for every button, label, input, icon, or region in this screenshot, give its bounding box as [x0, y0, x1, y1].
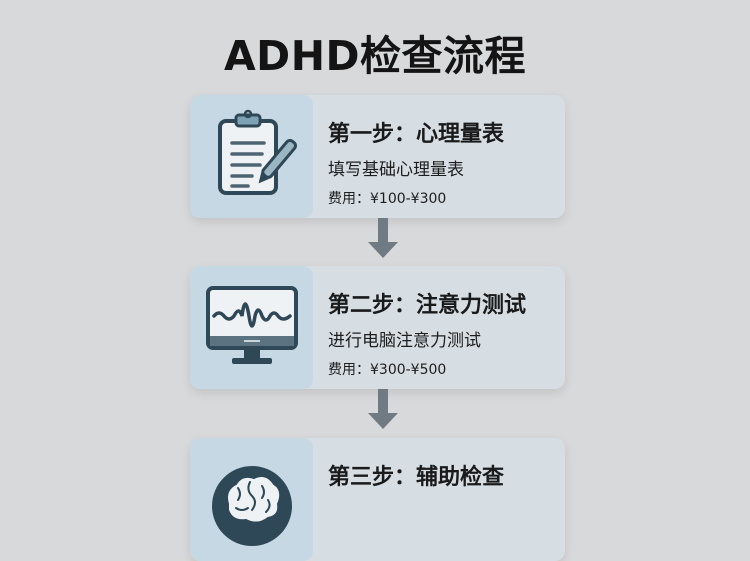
icon-panel	[190, 266, 313, 389]
step-cost: 费用：¥100-¥300	[328, 191, 447, 207]
monitor-waveform-icon	[206, 286, 298, 364]
down-arrow-icon	[368, 389, 398, 429]
page-title: ADHD检查流程	[223, 32, 527, 80]
step-description: 填写基础心理量表	[328, 160, 464, 180]
clipboard-pen-icon	[218, 109, 297, 195]
brain-icon	[212, 466, 292, 546]
step-card-2: 第二步：注意力测试 进行电脑注意力测试 费用：¥300-¥500	[190, 266, 565, 389]
step-description: 进行电脑注意力测试	[328, 331, 481, 351]
step-card-1: 第一步：心理量表 填写基础心理量表 费用：¥100-¥300	[190, 95, 565, 218]
step-title: 第三步：辅助检查	[328, 465, 505, 490]
step-title: 第一步：心理量表	[328, 122, 505, 147]
icon-panel	[190, 95, 313, 218]
step-cost: 费用：¥300-¥500	[328, 362, 447, 378]
step-title: 第二步：注意力测试	[328, 293, 527, 318]
down-arrow-icon	[368, 218, 398, 258]
